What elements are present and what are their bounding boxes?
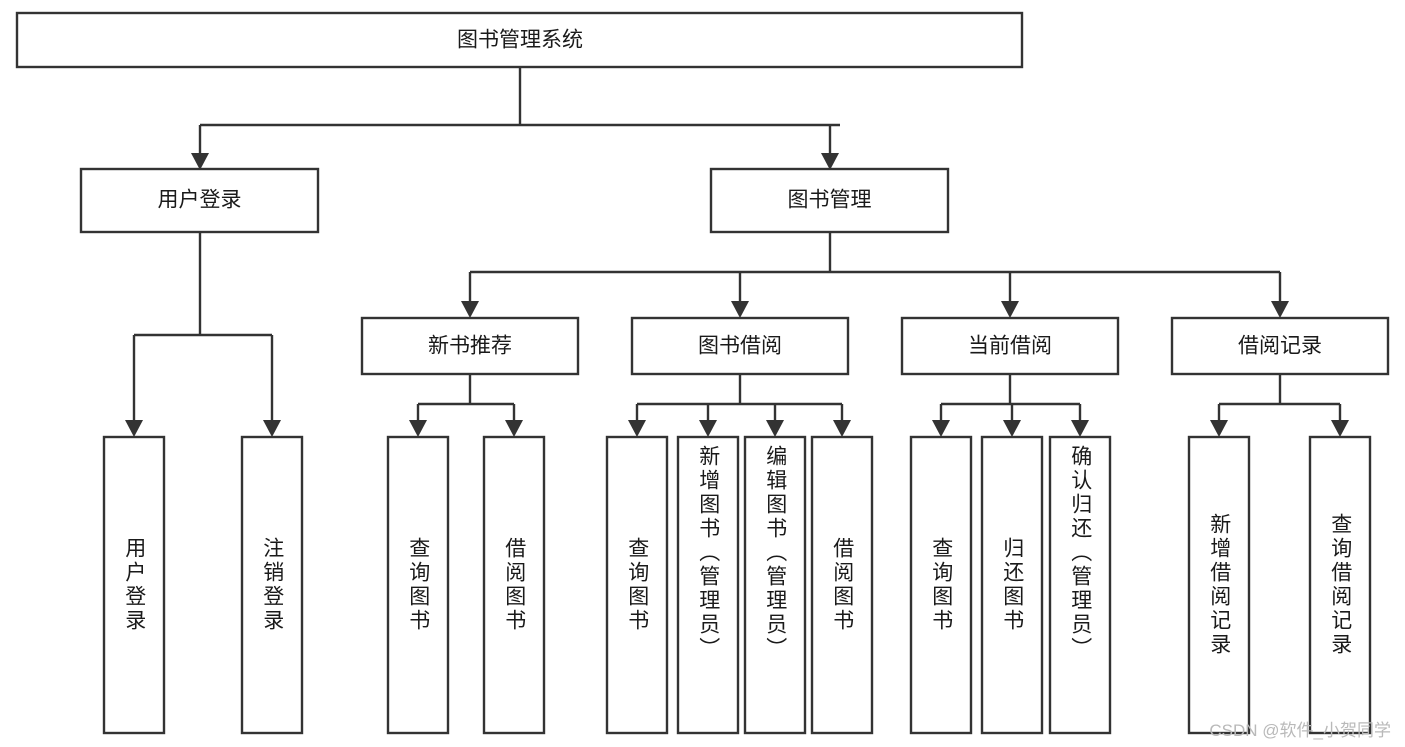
node-current-borrow[interactable]: 当前借阅 bbox=[900, 316, 1120, 376]
node-book-manage[interactable]: 图书管理 bbox=[709, 167, 950, 234]
leaf-node-box[interactable] bbox=[1048, 435, 1112, 735]
watermark-text: CSDN @软件_小贺同学 bbox=[1209, 721, 1391, 740]
node-new-book-recommend-label: 新书推荐 bbox=[428, 335, 512, 358]
node-user-login-box[interactable] bbox=[79, 167, 320, 234]
leaf-node-box[interactable] bbox=[909, 435, 973, 735]
node-book-manage-box[interactable] bbox=[709, 167, 950, 234]
connector-user-login-to-leaves bbox=[125, 232, 281, 437]
node-book-borrow[interactable]: 图书借阅 bbox=[630, 316, 850, 376]
connector-book-borrow-to-leaves bbox=[628, 374, 851, 437]
connector-borrow-record-to-leaves bbox=[1210, 374, 1349, 437]
leaf-node-box[interactable] bbox=[386, 435, 450, 735]
node-root-label: 图书管理系统 bbox=[457, 29, 583, 52]
connector-book-manage-to-level3 bbox=[461, 232, 1289, 318]
leaf-node-box[interactable] bbox=[810, 435, 874, 735]
leaf-node-box[interactable] bbox=[1187, 435, 1251, 735]
leaf-node-box[interactable] bbox=[743, 435, 807, 735]
leaf-node-box[interactable] bbox=[1308, 435, 1372, 735]
leaf-node-box[interactable] bbox=[240, 435, 304, 735]
node-new-book-recommend-box[interactable] bbox=[360, 316, 580, 376]
node-book-borrow-box[interactable] bbox=[630, 316, 850, 376]
node-borrow-record[interactable]: 借阅记录 bbox=[1170, 316, 1390, 376]
node-root[interactable]: 图书管理系统 bbox=[15, 11, 1024, 69]
node-book-manage-label: 图书管理 bbox=[788, 189, 872, 212]
leaf-node-box[interactable] bbox=[980, 435, 1044, 735]
leaf-node-box[interactable] bbox=[102, 435, 166, 735]
leaf-box-group bbox=[102, 435, 1372, 735]
node-root-box[interactable] bbox=[15, 11, 1024, 69]
node-borrow-record-box[interactable] bbox=[1170, 316, 1390, 376]
node-current-borrow-box[interactable] bbox=[900, 316, 1120, 376]
node-book-borrow-label: 图书借阅 bbox=[698, 335, 782, 358]
node-borrow-record-label: 借阅记录 bbox=[1238, 335, 1322, 358]
leaf-node-box[interactable] bbox=[605, 435, 669, 735]
leaf-node-box[interactable] bbox=[482, 435, 546, 735]
node-current-borrow-label: 当前借阅 bbox=[968, 335, 1052, 358]
leaf-node-box[interactable] bbox=[676, 435, 740, 735]
node-new-book-recommend[interactable]: 新书推荐 bbox=[360, 316, 580, 376]
connector-current-borrow-to-leaves bbox=[932, 374, 1089, 437]
connector-new-book-to-leaves bbox=[409, 374, 523, 437]
node-user-login-label: 用户登录 bbox=[158, 189, 242, 212]
node-user-login[interactable]: 用户登录 bbox=[79, 167, 320, 234]
connector-root-to-level2 bbox=[191, 67, 840, 170]
